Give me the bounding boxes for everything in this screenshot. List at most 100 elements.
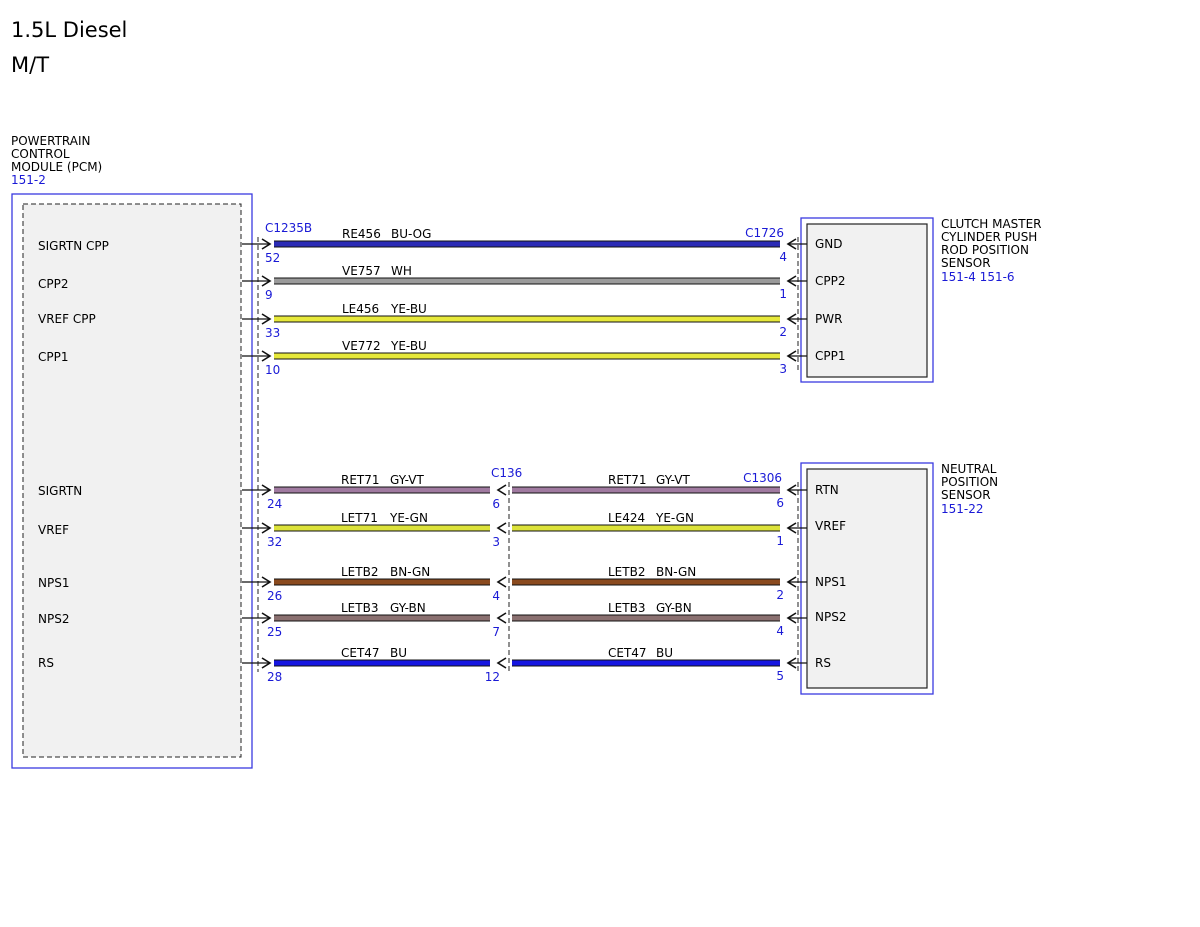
sensor-pin-number: 4 xyxy=(779,250,787,264)
wire-circuit-label: LETB2 xyxy=(341,565,378,579)
pcm-pin-number: 52 xyxy=(265,251,280,265)
inline-pin-number: 3 xyxy=(492,535,500,549)
clutch-pin-label: CPP2 xyxy=(815,274,846,288)
pin-arrow-icon xyxy=(261,522,272,534)
neutral-title-line: POSITION xyxy=(941,475,998,489)
clutch-pin-label: PWR xyxy=(815,312,842,326)
wire-circuit-label: RET71 xyxy=(341,473,380,487)
pcm-pin-label: VREF CPP xyxy=(38,312,96,326)
pin-arrow-icon xyxy=(496,522,507,534)
pin-arrow-icon xyxy=(261,275,272,287)
pcm-pin-label: NPS2 xyxy=(38,612,69,626)
clutch-sensor: C1726 GND CPP2 PWR CPP1 CLUTCH MASTER CY… xyxy=(745,217,1042,383)
clutch-pin-label: GND xyxy=(815,237,843,251)
neutral-title-line: SENSOR xyxy=(941,488,991,502)
pcm-pin-label: RS xyxy=(38,656,54,670)
pin-arrow-icon xyxy=(496,657,507,669)
pcm-pin-label: CPP1 xyxy=(38,350,69,364)
connector-c1235b: C1235B xyxy=(257,221,312,672)
pcm-inner-box xyxy=(22,203,242,758)
pcm-pin-number: 33 xyxy=(265,326,280,340)
wire-circuit-label: LETB2 xyxy=(608,565,645,579)
inline-pin-number: 12 xyxy=(485,670,500,684)
pcm-module: POWERTRAIN CONTROL MODULE (PCM) 151-2 SI… xyxy=(11,134,253,769)
pin-arrow-icon xyxy=(786,350,797,362)
pcm-pin-label: CPP2 xyxy=(38,277,69,291)
clutch-title-line: SENSOR xyxy=(941,256,991,270)
neutral-title-line: NEUTRAL xyxy=(941,462,997,476)
pin-arrow-icon xyxy=(261,484,272,496)
pcm-pin-number: 24 xyxy=(267,497,282,511)
wire-color-label: BU-OG xyxy=(391,227,431,241)
pin-arrow-icon xyxy=(786,275,797,287)
wire-circuit-label: VE772 xyxy=(342,339,381,353)
wire-color-label: BU xyxy=(656,646,673,660)
wire-circuit-label: RE456 xyxy=(342,227,381,241)
pcm-pin-number: 10 xyxy=(265,363,280,377)
neutral-pin-label: RS xyxy=(815,656,831,670)
connector-label-neutral: C1306 xyxy=(743,471,782,485)
transmission-title: M/T xyxy=(11,53,49,77)
clutch-title-line: ROD POSITION xyxy=(941,243,1029,257)
wire-circuit-label: LE424 xyxy=(608,511,645,525)
pcm-title-line: MODULE (PCM) xyxy=(11,160,102,174)
clutch-title-line: CLUTCH MASTER xyxy=(941,217,1042,231)
sensor-pin-number: 1 xyxy=(776,534,784,548)
wire-color-label: YE-BU xyxy=(390,302,427,316)
pcm-pin-number: 32 xyxy=(267,535,282,549)
wire-circuit-label: LET71 xyxy=(341,511,378,525)
connector-label-clutch: C1726 xyxy=(745,226,784,240)
wire-circuit-label: LETB3 xyxy=(341,601,378,615)
neutral-pin-label: VREF xyxy=(815,519,846,533)
wire-circuit-label: LE456 xyxy=(342,302,379,316)
pin-arrow-icon xyxy=(496,576,507,588)
connector-label-pcm: C1235B xyxy=(265,221,312,235)
pcm-pin-number: 9 xyxy=(265,288,273,302)
pin-arrow-icon xyxy=(786,576,797,588)
wire-color-label: GY-BN xyxy=(390,601,426,615)
sensor-pin-number: 6 xyxy=(776,496,784,510)
inline-pin-number: 7 xyxy=(492,625,500,639)
pin-arrow-icon xyxy=(261,576,272,588)
pcm-pin-number: 28 xyxy=(267,670,282,684)
neutral-pin-label: NPS1 xyxy=(815,575,846,589)
connector-label-inline: C136 xyxy=(491,466,522,480)
wire-color-label: BU xyxy=(390,646,407,660)
sensor-pin-number: 4 xyxy=(776,624,784,638)
wire-circuit-label: CET47 xyxy=(341,646,380,660)
pin-arrow-icon xyxy=(786,484,797,496)
clutch-ref: 151-4 151-6 xyxy=(941,270,1015,284)
neutral-ref: 151-22 xyxy=(941,502,984,516)
wire-color-label: GY-VT xyxy=(656,473,690,487)
wire-color-label: YE-GN xyxy=(389,511,428,525)
pcm-title-line: CONTROL xyxy=(11,147,70,161)
clutch-pin-label: CPP1 xyxy=(815,349,846,363)
neutral-pin-label: RTN xyxy=(815,483,839,497)
sensor-pin-number: 3 xyxy=(779,362,787,376)
pcm-pin-label: SIGRTN CPP xyxy=(38,239,109,253)
neutral-pin-label: NPS2 xyxy=(815,610,846,624)
pin-arrow-icon xyxy=(261,238,272,250)
connector-c136: C136 xyxy=(491,466,522,672)
pin-arrow-icon xyxy=(261,350,272,362)
pin-arrow-icon xyxy=(786,238,797,250)
pcm-pin-number: 25 xyxy=(267,625,282,639)
neutral-sensor-inner-box xyxy=(806,468,928,689)
pcm-pin-number: 26 xyxy=(267,589,282,603)
pcm-pin-label: VREF xyxy=(38,523,69,537)
clutch-sensor-inner-box xyxy=(806,223,928,378)
wire-color-label: GY-BN xyxy=(656,601,692,615)
wire-color-label: BN-GN xyxy=(390,565,430,579)
sensor-pin-number: 5 xyxy=(776,669,784,683)
pcm-pin-label: NPS1 xyxy=(38,576,69,590)
pin-arrow-icon xyxy=(496,484,507,496)
wire-circuit-label: RET71 xyxy=(608,473,647,487)
wire-color-label: GY-VT xyxy=(390,473,424,487)
pin-arrow-icon xyxy=(261,657,272,669)
clutch-title-line: CYLINDER PUSH xyxy=(941,230,1037,244)
wire-circuit-label: CET47 xyxy=(608,646,647,660)
wire-circuit-label: LETB3 xyxy=(608,601,645,615)
inline-pin-number: 4 xyxy=(492,589,500,603)
wire-color-label: YE-GN xyxy=(655,511,694,525)
